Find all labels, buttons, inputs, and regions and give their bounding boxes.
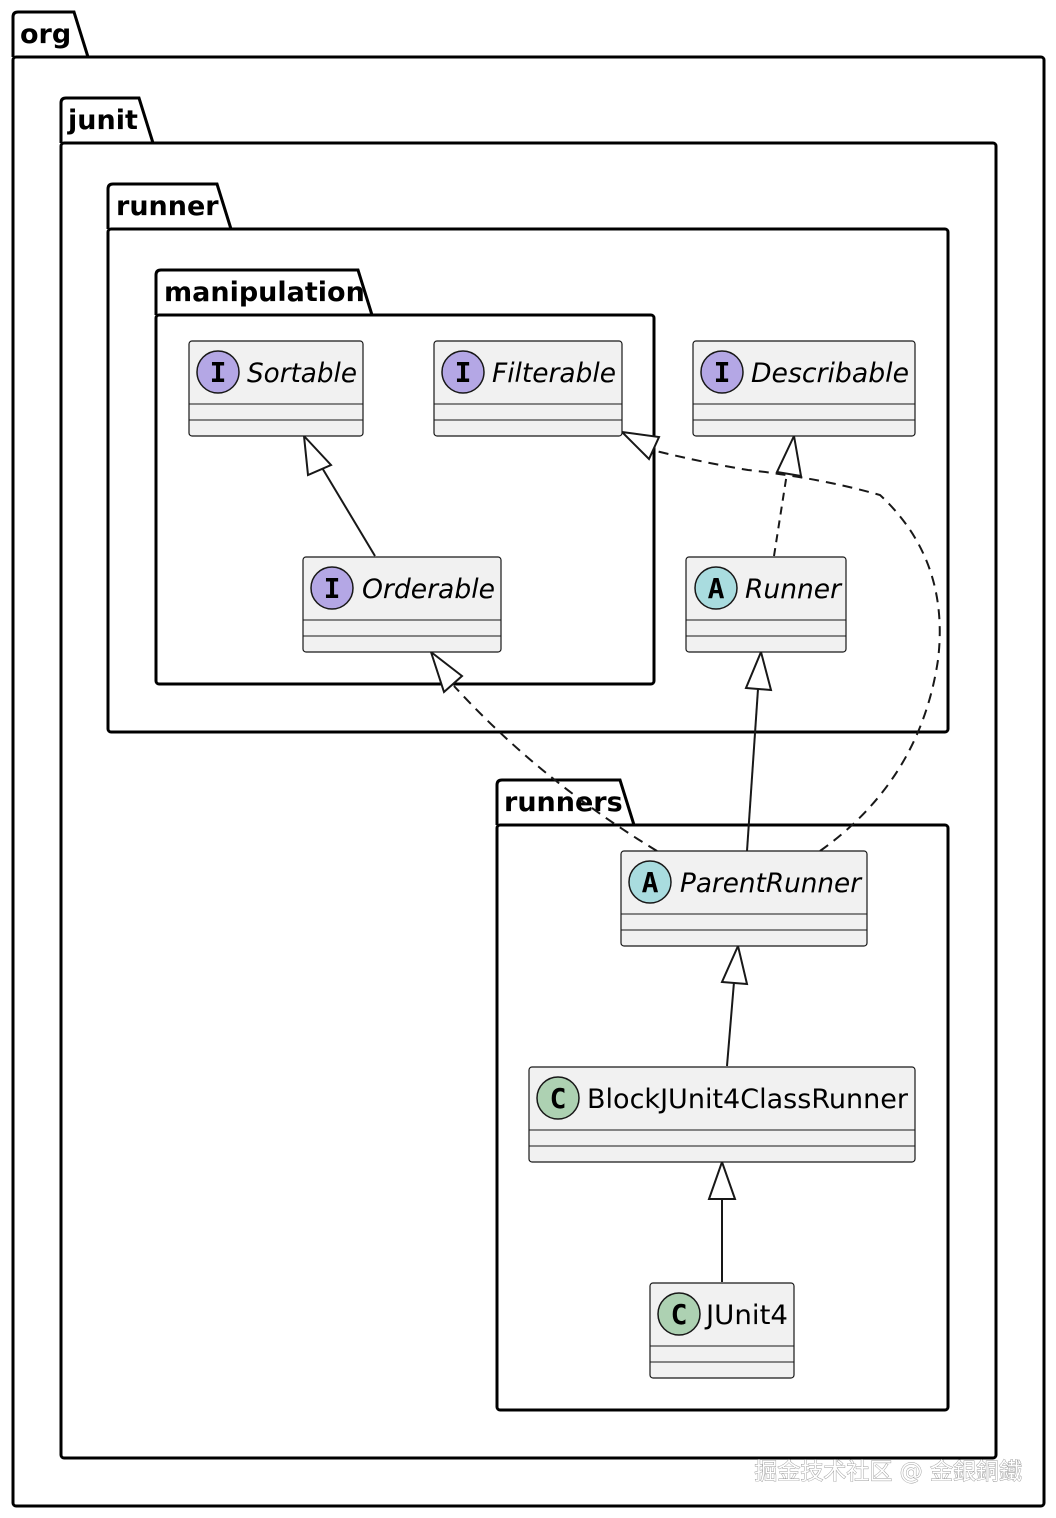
class-name: Orderable bbox=[362, 574, 495, 605]
class-runner: A Runner bbox=[685, 556, 847, 653]
badge-letter: A bbox=[642, 866, 659, 899]
package-org-body bbox=[11, 55, 1046, 1508]
interface-badge-icon bbox=[700, 350, 744, 394]
badge-letter: C bbox=[550, 1082, 567, 1115]
relation-block-parentrunner bbox=[726, 981, 735, 1067]
class-box bbox=[528, 1066, 916, 1163]
badge-letter: I bbox=[714, 356, 731, 389]
package-manipulation-tab bbox=[154, 268, 374, 316]
class-name: Runner bbox=[745, 574, 843, 605]
class-sortable: I Sortable bbox=[188, 340, 364, 437]
arrowhead-orderable bbox=[429, 649, 464, 694]
package-runner-label: runner bbox=[116, 191, 219, 222]
class-blockjunit4classrunner: C BlockJUnit4ClassRunner bbox=[528, 1066, 916, 1163]
arrowhead-describable bbox=[775, 432, 803, 478]
interface-badge-icon bbox=[310, 566, 354, 610]
relation-parentrunner-runner bbox=[746, 688, 759, 852]
relation-runner-describable bbox=[773, 472, 788, 557]
class-name: Describable bbox=[751, 358, 909, 389]
class-describable: I Describable bbox=[692, 340, 916, 437]
arrowhead-parentrunner bbox=[720, 942, 749, 986]
package-manipulation-label: manipulation bbox=[164, 277, 365, 308]
class-name: Sortable bbox=[247, 358, 357, 389]
package-junit: junit bbox=[59, 96, 998, 1460]
relation-parentrunner-orderable bbox=[453, 685, 658, 852]
relations bbox=[302, 430, 941, 1282]
arrowhead-filterable bbox=[619, 430, 661, 461]
package-org-tab bbox=[11, 10, 90, 58]
abstract-badge-icon bbox=[628, 860, 672, 904]
badge-letter: I bbox=[455, 356, 472, 389]
package-runners: runners bbox=[495, 778, 950, 1412]
badge-letter: A bbox=[708, 572, 725, 605]
arrowhead-sortable bbox=[302, 433, 333, 477]
class-orderable: I Orderable bbox=[302, 556, 502, 653]
class-name: ParentRunner bbox=[680, 868, 863, 899]
package-runners-label: runners bbox=[504, 787, 623, 818]
relation-orderable-sortable bbox=[317, 460, 376, 557]
badge-letter: I bbox=[324, 572, 341, 605]
package-junit-label: junit bbox=[67, 105, 138, 136]
package-runners-tab bbox=[495, 778, 636, 826]
badge-letter: C bbox=[671, 1298, 688, 1331]
package-runner-tab bbox=[106, 182, 233, 230]
package-org-label: org bbox=[20, 19, 71, 50]
interface-badge-icon bbox=[196, 350, 240, 394]
class-name: BlockJUnit4ClassRunner bbox=[587, 1084, 909, 1115]
badge-letter: I bbox=[210, 356, 227, 389]
watermark-text: 掘金技术社区 @ 金銀銅鐵 bbox=[754, 1459, 1022, 1485]
package-junit-tab bbox=[59, 96, 155, 144]
package-runners-body bbox=[495, 823, 950, 1412]
package-org: org bbox=[11, 10, 1046, 1508]
class-box bbox=[620, 850, 868, 947]
class-filterable: I Filterable bbox=[433, 340, 623, 437]
package-runner: runner bbox=[106, 182, 950, 734]
arrowhead-block bbox=[707, 1158, 737, 1200]
class-name: Filterable bbox=[492, 358, 616, 389]
package-manipulation: manipulation bbox=[154, 268, 656, 686]
abstract-badge-icon bbox=[694, 566, 738, 610]
arrowhead-runner bbox=[744, 648, 773, 692]
class-name: JUnit4 bbox=[704, 1300, 788, 1331]
interface-badge-icon bbox=[441, 350, 485, 394]
package-runner-body bbox=[106, 227, 950, 734]
package-junit-body bbox=[59, 141, 998, 1460]
class-badge-icon bbox=[536, 1076, 580, 1120]
class-box bbox=[692, 340, 916, 437]
class-junit4: C JUnit4 bbox=[649, 1282, 795, 1379]
class-badge-icon bbox=[657, 1292, 701, 1336]
class-parentrunner: A ParentRunner bbox=[620, 850, 868, 947]
package-manipulation-body bbox=[154, 313, 656, 686]
